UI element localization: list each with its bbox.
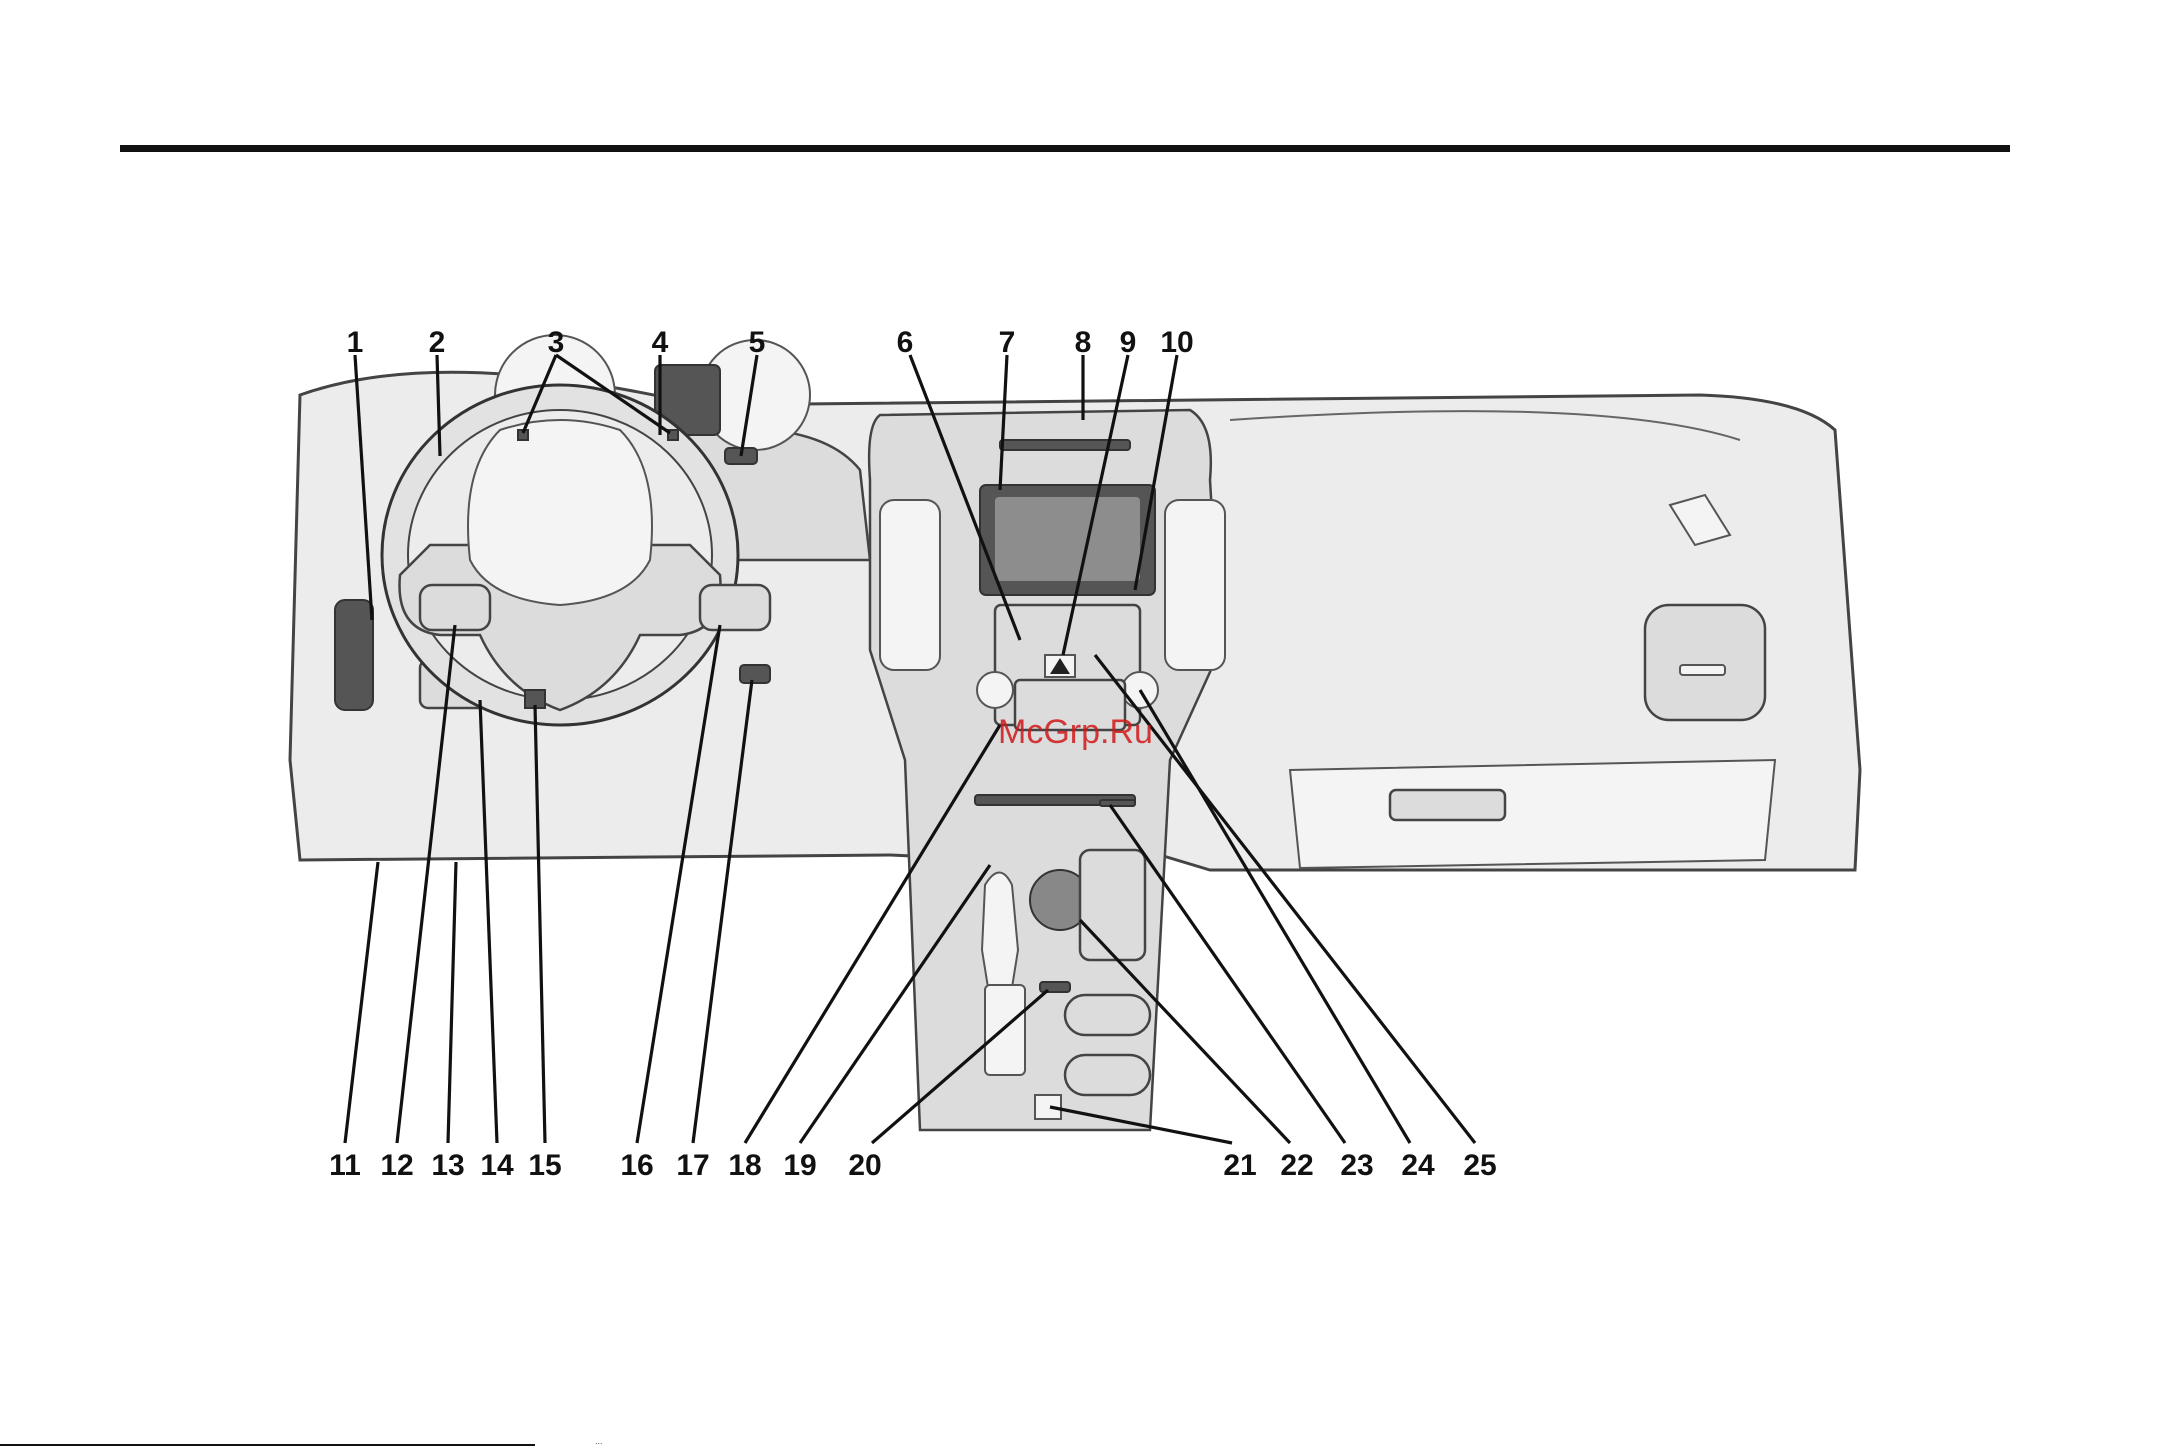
callout-24: 24: [1401, 1149, 1435, 1182]
airbag-cover: [468, 420, 652, 605]
left-vent: [335, 600, 373, 710]
watermark: McGrp.Ru: [998, 713, 1153, 751]
callout-17: 17: [676, 1149, 709, 1182]
callout-7: 7: [999, 326, 1016, 359]
callout-5: 5: [749, 326, 766, 359]
center-console-bin: [1080, 850, 1145, 960]
right-cruise-steering-controls: [700, 585, 770, 630]
callout-15: 15: [528, 1149, 561, 1182]
callout-10: 10: [1160, 326, 1193, 359]
callout-1: 1: [347, 326, 364, 359]
power-outlet: [1040, 982, 1070, 992]
callout-18: 18: [728, 1149, 761, 1182]
callout-13: 13: [431, 1149, 464, 1182]
callout-8: 8: [1075, 326, 1092, 359]
cup-holder-front: [1065, 995, 1150, 1035]
tilt-lever: [740, 665, 770, 683]
callout-11: 11: [329, 1149, 361, 1182]
callout-20: 20: [848, 1149, 881, 1182]
callout-22: 22: [1280, 1149, 1313, 1182]
callout-6: 6: [897, 326, 914, 359]
callout-16: 16: [620, 1149, 653, 1182]
cup-holder-rear: [1065, 1055, 1150, 1095]
callout-9: 9: [1120, 326, 1137, 359]
callout-3: 3: [548, 326, 565, 359]
footer-text: ...: [595, 1436, 603, 1446]
callout-23: 23: [1340, 1149, 1373, 1182]
auxiliary-input: [1100, 800, 1135, 806]
callout-14: 14: [480, 1149, 514, 1182]
glove-box: [1290, 760, 1775, 868]
callout-25: 25: [1463, 1149, 1496, 1182]
shift-lever: [982, 873, 1018, 1001]
callout-2: 2: [429, 326, 446, 359]
screen-glare: [995, 497, 1140, 581]
callout-12: 12: [380, 1149, 413, 1182]
callout-4: 4: [652, 326, 669, 359]
left-climate-knob: [977, 672, 1013, 708]
left-center-vent: [880, 500, 940, 670]
right-center-vent: [1165, 500, 1225, 670]
callout-19: 19: [783, 1149, 816, 1182]
shift-gate: [985, 985, 1025, 1075]
left-audio-steering-controls: [420, 585, 490, 630]
glove-box-handle: [1390, 790, 1505, 820]
footer-rule: [0, 1444, 535, 1446]
passenger-vent: [1645, 605, 1765, 720]
callout-21: 21: [1223, 1149, 1256, 1182]
